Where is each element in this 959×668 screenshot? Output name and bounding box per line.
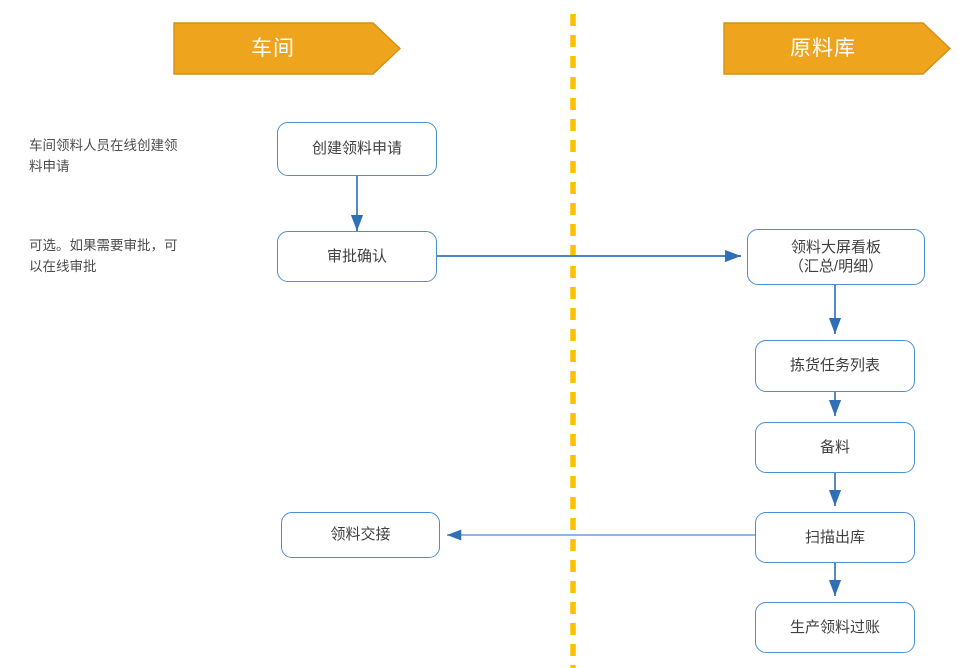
node-create-request[interactable]: 创建领料申请 bbox=[277, 122, 437, 176]
lane-label-workshop: 车间 bbox=[251, 37, 295, 60]
node-post-issue[interactable]: 生产领料过账 bbox=[755, 602, 915, 653]
note-create-request: 车间领料人员在线创建领 料申请 bbox=[29, 138, 178, 174]
node-prepare[interactable]: 备料 bbox=[755, 422, 915, 473]
lane-banner-material-warehouse: 原料库 bbox=[723, 22, 951, 75]
note-approve-confirm: 可选。如果需要审批，可 以在线审批 bbox=[29, 238, 178, 274]
swimlane-divider bbox=[570, 14, 576, 668]
node-handover[interactable]: 领料交接 bbox=[281, 512, 440, 558]
banner-arrow-shape bbox=[723, 22, 951, 75]
node-scan-out[interactable]: 扫描出库 bbox=[755, 512, 915, 563]
banner-arrow-shape bbox=[173, 22, 401, 75]
node-pick-task-list[interactable]: 拣货任务列表 bbox=[755, 340, 915, 392]
node-approve-confirm[interactable]: 审批确认 bbox=[277, 231, 437, 282]
node-kanban[interactable]: 领料大屏看板 （汇总/明细） bbox=[747, 229, 925, 285]
lane-label-material-warehouse: 原料库 bbox=[790, 37, 856, 60]
lane-banner-workshop: 车间 bbox=[173, 22, 401, 75]
